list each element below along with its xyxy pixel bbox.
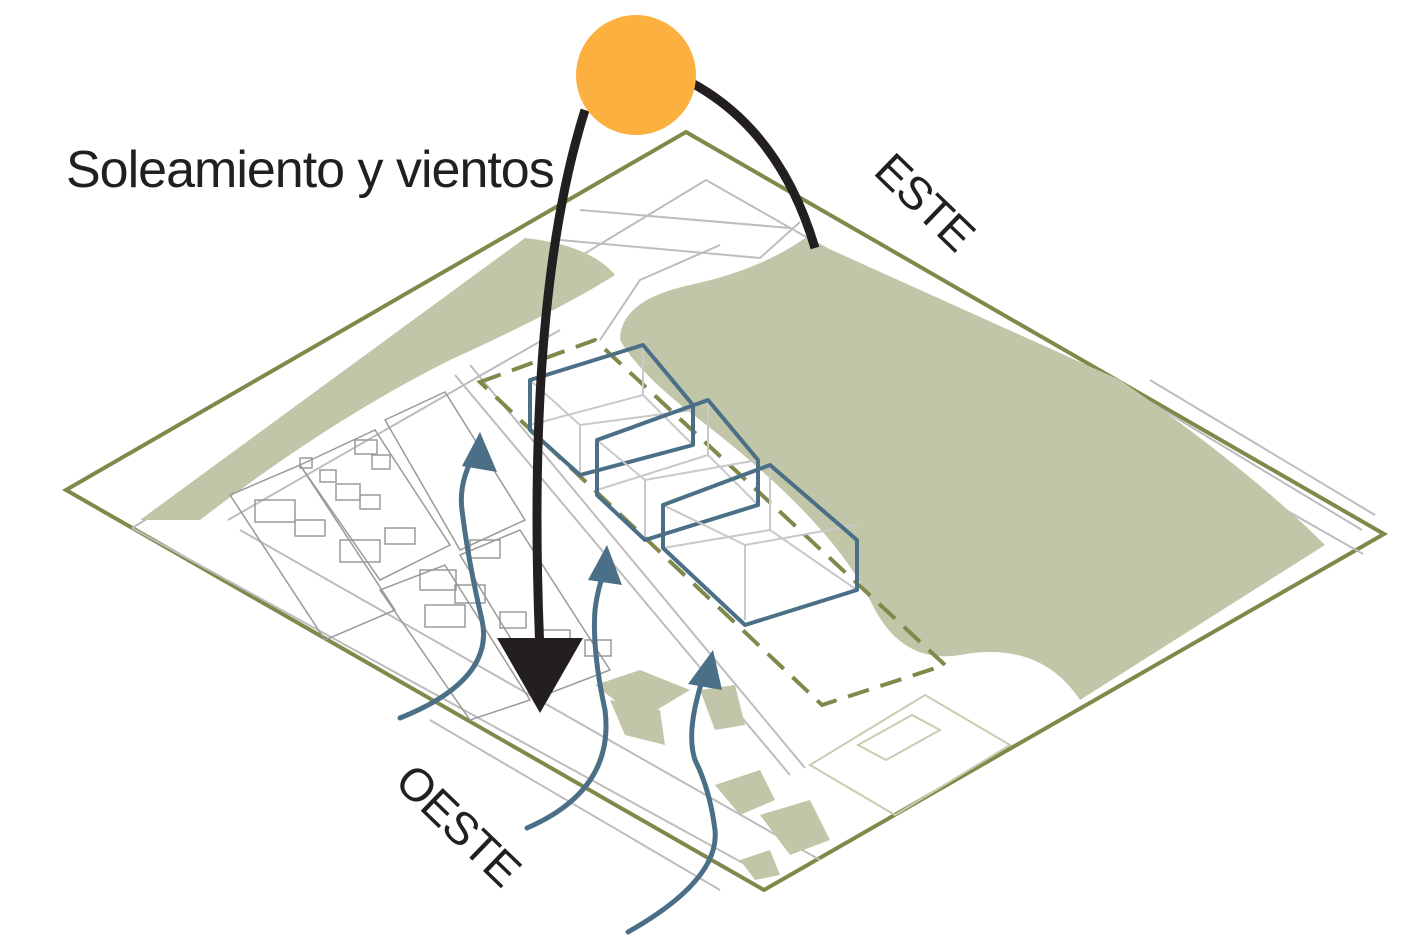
sun-path [497, 78, 820, 713]
green-patch-5 [760, 800, 830, 855]
green-patch-1 [595, 670, 690, 720]
sun-path-arrow-icon [497, 638, 583, 713]
green-patch-2 [610, 700, 665, 745]
diagram-title: Soleamiento y vientos [66, 141, 554, 199]
wind-arrow-icon [397, 432, 497, 721]
wind-arrow-icon [524, 545, 622, 831]
green-patch-6 [740, 850, 780, 880]
west-label: OESTE [386, 754, 531, 896]
volume-3 [661, 463, 859, 627]
project-boundary [476, 337, 949, 708]
building-volumes [528, 343, 859, 627]
lower-right-footprint [808, 693, 1012, 817]
building-footprints [228, 391, 612, 721]
green-area-east [620, 238, 1325, 700]
green-patch-3 [700, 685, 745, 730]
green-area-north [140, 238, 615, 520]
sun-path-arrow-shaft [532, 108, 590, 653]
volume-2 [595, 398, 760, 542]
wind-arrows [397, 432, 722, 935]
green-patch-4 [715, 770, 775, 815]
site-plane [61, 129, 1389, 893]
wind-arrow-icon [625, 650, 722, 935]
vegetation-areas [140, 238, 1325, 880]
sun-icon [576, 15, 696, 135]
sun-path-curve [687, 78, 820, 250]
